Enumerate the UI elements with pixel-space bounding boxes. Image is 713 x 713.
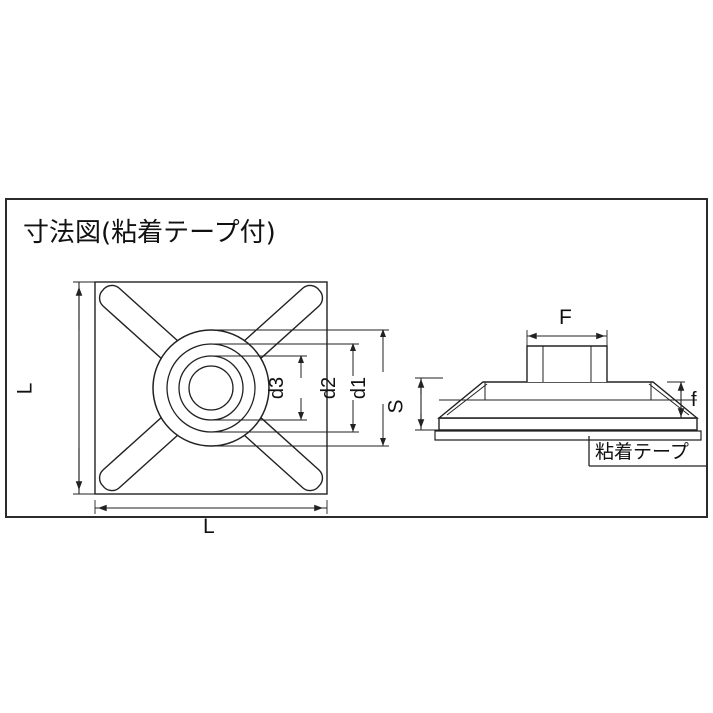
dimension-L-horizontal bbox=[94, 500, 328, 514]
dimension-d1 bbox=[211, 329, 389, 447]
page-title: 寸法図(粘着テープ付) bbox=[23, 218, 276, 248]
figure-frame: 寸法図(粘着テープ付) bbox=[5, 198, 708, 537]
technical-drawing-svg bbox=[73, 281, 707, 514]
dimension-L-vertical bbox=[73, 281, 99, 495]
label-f: f bbox=[691, 389, 697, 411]
label-F: F bbox=[559, 306, 572, 329]
side-view-group bbox=[415, 330, 707, 467]
dimension-d3 bbox=[211, 355, 307, 421]
label-L-horizontal: L bbox=[203, 515, 215, 538]
side-view-base-slab bbox=[438, 417, 698, 431]
adhesive-tape-leader bbox=[588, 436, 707, 467]
label-d1: d1 bbox=[348, 376, 371, 400]
label-S: S bbox=[384, 399, 408, 414]
label-L-vertical: L bbox=[13, 382, 37, 395]
label-d2: d2 bbox=[318, 376, 341, 400]
label-d3: d3 bbox=[266, 376, 289, 400]
side-view-slope-left bbox=[446, 383, 488, 416]
adhesive-tape-layer bbox=[434, 430, 702, 441]
dimension-d2 bbox=[211, 343, 359, 433]
side-view-center-post bbox=[526, 345, 608, 382]
dimension-f bbox=[667, 381, 685, 419]
label-adhesive-tape: 粘着テープ bbox=[595, 441, 689, 463]
dimension-S bbox=[415, 377, 443, 431]
top-view-group bbox=[73, 281, 389, 514]
circle-inner-bore bbox=[188, 365, 234, 411]
dimension-F bbox=[526, 330, 608, 350]
